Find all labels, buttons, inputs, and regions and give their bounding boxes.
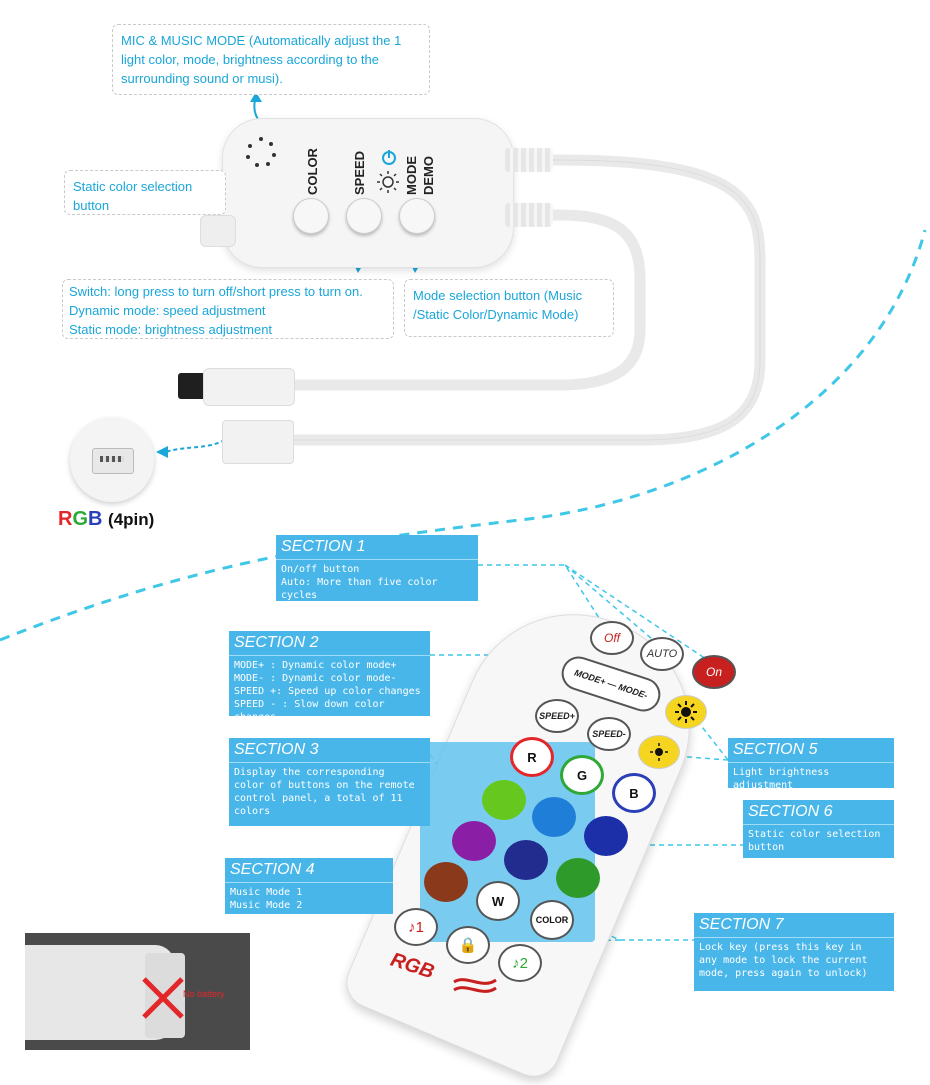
color-label: COLOR (305, 148, 320, 195)
section-5-body: Light brightness adjustment (733, 767, 830, 791)
controller-mount-tab (200, 215, 236, 247)
section-7-body: Lock key (press this key in any mode to … (699, 942, 868, 979)
lock-icon: 🔒 (458, 937, 478, 954)
rgb-letter-g: G (72, 508, 89, 530)
section-1-body: On/off button Auto: More than five color… (281, 564, 438, 601)
music1-label: ♪1 (408, 918, 424, 936)
remote-on-button[interactable]: On (692, 655, 736, 689)
off-label: Off (603, 631, 620, 645)
section-1-box: SECTION 1 On/off button Auto: More than … (276, 535, 478, 601)
remote-speed-plus-button[interactable]: SPEED+ (535, 699, 579, 733)
section-3-body: Display the corresponding color of butto… (234, 767, 415, 817)
section-4-body: Music Mode 1 Music Mode 2 (230, 887, 303, 911)
section-3-title: SECTION 3 (229, 738, 430, 763)
section-6-title: SECTION 6 (743, 800, 894, 825)
no-battery-label: No battery (183, 989, 225, 999)
g-label: G (576, 767, 588, 783)
remote-color-button-green[interactable] (482, 780, 526, 820)
remote-auto-button[interactable]: AUTO (640, 637, 684, 671)
remote-music1-button[interactable]: ♪1 (394, 908, 438, 946)
section-2-title: SECTION 2 (229, 631, 430, 656)
speed-minus-label: SPEED- (592, 729, 626, 739)
remote-color-button-darkgreen[interactable] (556, 858, 600, 898)
mic-mode-text: (Automatically adjust the 1 light color,… (121, 33, 402, 86)
remote-r-button[interactable]: R (510, 737, 554, 777)
rgb-letter-r: R (58, 508, 73, 530)
section-3-box: SECTION 3 Display the corresponding colo… (229, 738, 430, 826)
remote-g-button[interactable]: G (560, 755, 604, 795)
remote-color-button-darkblue[interactable] (504, 840, 548, 880)
remote-color-button-blue[interactable] (532, 797, 576, 837)
remote-speed-minus-button[interactable]: SPEED- (587, 717, 631, 751)
power-icon (380, 148, 398, 166)
mic-mode-title: MIC & MUSIC MODE (121, 33, 246, 48)
section-4-box: SECTION 4 Music Mode 1 Music Mode 2 (225, 858, 393, 914)
remote-color-select-button[interactable]: COLOR (530, 900, 574, 940)
section-7-title: SECTION 7 (694, 913, 894, 938)
section-2-box: SECTION 2 MODE+ : Dynamic color mode+ MO… (229, 631, 430, 723)
section-2-body: MODE+ : Dynamic color mode+ MODE- : Dyna… (234, 660, 421, 723)
speed-plus-label: SPEED+ (539, 711, 575, 721)
section-4-title: SECTION 4 (225, 858, 393, 883)
switch-callout: Switch: long press to turn off/short pre… (62, 279, 394, 339)
switch-line-2: Dynamic mode: speed adjustment (69, 303, 266, 318)
remote-music2-button[interactable]: ♪2 (498, 944, 542, 982)
sun-icon (376, 170, 400, 194)
switch-line-1: Switch: long press to turn off/short pre… (69, 284, 363, 299)
r-label: R (527, 749, 537, 765)
b-label: B (629, 785, 639, 801)
section-7-box: SECTION 7 Lock key (press this key in an… (694, 913, 894, 991)
music2-label: ♪2 (512, 954, 528, 972)
sun-icon (675, 701, 697, 723)
color-select-label: COLOR (535, 915, 569, 925)
demo-label: DEMO (421, 156, 436, 195)
mode-button[interactable] (399, 198, 435, 234)
static-color-text: Static color selection button (73, 179, 193, 213)
rgb-connector-housing (222, 420, 294, 464)
speed-label: SPEED (352, 150, 367, 195)
ir-receiver-housing (203, 368, 295, 406)
section-6-box: SECTION 6 Static color selection button (743, 800, 894, 858)
section-1-title: SECTION 1 (276, 535, 478, 560)
remote-brightness-down-button[interactable] (638, 735, 680, 769)
cable-strain-relief-bottom (505, 203, 553, 227)
mode-label: MODE (404, 156, 419, 195)
section-6-body: Static color selection button (748, 829, 881, 853)
remote-off-button[interactable]: Off (590, 621, 634, 655)
mode-selection-text: Mode selection button (Music /Static Col… (413, 288, 583, 322)
switch-line-3: Static mode: brightness adjustment (69, 322, 273, 337)
mode-selection-callout: Mode selection button (Music /Static Col… (404, 279, 614, 337)
sun-small-icon (650, 743, 668, 761)
static-color-callout: Static color selection button (64, 170, 226, 215)
battery-inset: No battery (25, 933, 250, 1050)
auto-label: AUTO (646, 648, 678, 660)
color-button[interactable] (293, 198, 329, 234)
ir-receiver-plug (178, 373, 206, 399)
remote-color-button-purple[interactable] (452, 821, 496, 861)
rgb-letter-b: B (88, 508, 103, 530)
w-label: W (491, 893, 505, 909)
rgb-pin-label: RGB (4pin) (58, 508, 154, 531)
section-5-box: SECTION 5 Light brightness adjustment (728, 738, 894, 791)
remote-lock-button[interactable]: 🔒 (446, 926, 490, 964)
remote-color-button-navy[interactable] (584, 816, 628, 856)
remote-b-button[interactable]: B (612, 773, 656, 813)
rgb-connector-photo (70, 418, 154, 502)
remote-w-button[interactable]: W (476, 881, 520, 921)
section-5-title: SECTION 5 (728, 738, 894, 763)
mic-mode-callout: MIC & MUSIC MODE (Automatically adjust t… (112, 24, 430, 95)
music-notes-icon (452, 972, 498, 998)
x-mark-icon (142, 977, 184, 1019)
remote-color-button-brown[interactable] (424, 862, 468, 902)
speed-button[interactable] (346, 198, 382, 234)
pin-count: (4pin) (108, 510, 155, 529)
remote-brightness-up-button[interactable] (665, 695, 707, 729)
microphone-icon (243, 135, 279, 171)
on-label: On (705, 665, 722, 679)
cable-strain-relief-top (505, 148, 553, 172)
